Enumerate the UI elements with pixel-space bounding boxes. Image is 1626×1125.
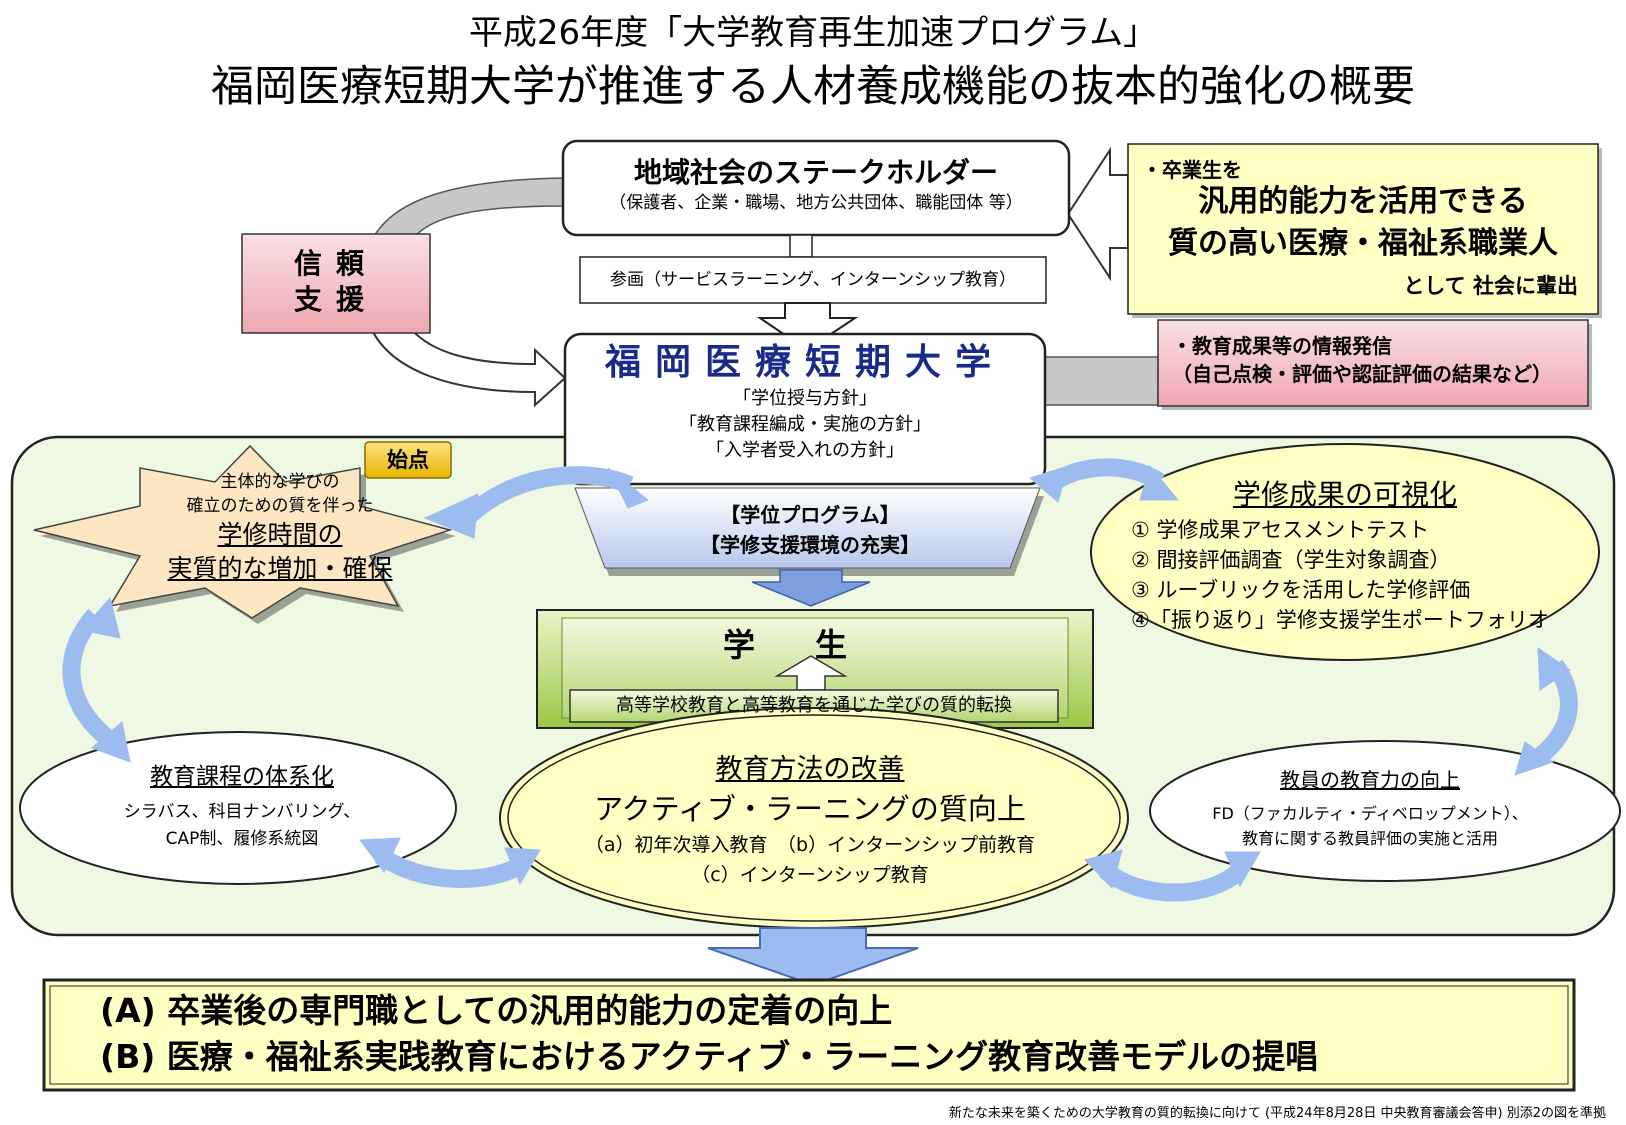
stakeholder-subtitle: （保護者、企業・職場、地方公共団体、職能団体 等）: [609, 193, 1023, 213]
stakeholder: 地域社会のステークホルダー （保護者、企業・職場、地方公共団体、職能団体 等）: [563, 141, 1069, 235]
visualization-item: ② 間接評価調査（学生対象調査）: [1131, 548, 1451, 572]
visualization-text: 学修成果の可視化 ① 学修成果アセスメントテスト ② 間接評価調査（学生対象調査…: [1095, 475, 1595, 635]
study-time-line2: 確立のための質を伴った: [186, 496, 374, 516]
graduate-text: ・卒業生を 汎用的能力を活用できる 質の高い医療・福祉系職業人 として 社会に輩…: [1128, 144, 1598, 314]
method-title: 教育方法の改善: [715, 754, 905, 785]
title-line2: 福岡医療短期大学が推進する人材養成機能の抜本的強化の概要: [211, 62, 1415, 112]
curriculum-text: 教育課程の体系化 シラバス、科目ナンバリング、 CAP制、履修系統図: [22, 760, 462, 852]
program-line1: 【学位プログラム】: [720, 503, 900, 527]
faculty-ellipse: [1149, 740, 1621, 882]
curriculum-title: 教育課程の体系化: [150, 764, 334, 790]
visualization-ellipse: [1090, 443, 1600, 661]
info-text: ・教育成果等の情報発信 （自己点検・評価や認証評価の結果など）: [1158, 320, 1588, 406]
faculty-text: 教員の教育力の向上 FD（ファカルティ・ディベロップメント）、 教育に関する教員…: [1150, 765, 1590, 851]
method-line2: （c）インターンシップ教育: [691, 864, 929, 886]
visualization-item: ④「振り返り」学修支援学生ポートフォリオ: [1131, 608, 1549, 632]
student-label: 学生: [722, 626, 907, 664]
study-time-line3: 学修時間の: [217, 520, 343, 549]
start-label: 始点: [387, 448, 429, 472]
curriculum-line1: シラバス、科目ナンバリング、: [123, 802, 361, 822]
faculty-line1: FD（ファカルティ・ディベロップメント）、: [1212, 804, 1528, 823]
program-text: 【学位プログラム】 【学修支援環境の充実】: [600, 500, 1020, 560]
policy-degree: 「学位授与方針」: [733, 388, 877, 409]
graduate-arrow: [1066, 146, 1129, 282]
participation-box: [579, 256, 1047, 304]
trust-band-upper: [370, 177, 564, 241]
method-text: 教育方法の改善 アクティブ・ラーニングの質向上 （a）初年次導入教育 （b）イン…: [500, 752, 1120, 890]
visualization-item: ③ ルーブリックを活用した学修評価: [1131, 578, 1471, 602]
outcome-box: [42, 978, 1576, 1092]
curriculum-ellipse: [19, 731, 457, 885]
graduate-line3: 質の高い医療・福祉系職業人: [1168, 226, 1558, 261]
graduate-line4: として 社会に輩出: [1403, 274, 1578, 298]
study-time-line4: 実質的な増加・確保: [167, 554, 393, 583]
info-line1: ・教育成果等の情報発信: [1172, 334, 1392, 358]
curriculum-line2: CAP制、履修系統図: [165, 829, 319, 849]
stakeholder-box: [561, 139, 1071, 237]
transition-label: 高等学校教育と高等教育を通じた学びの質的転換: [616, 695, 1012, 716]
faculty-line2: 教育に関する教員評価の実施と活用: [1241, 829, 1498, 848]
faculty-title: 教員の教育力の向上: [1280, 768, 1460, 792]
trust-support: 信頼 支援: [242, 234, 430, 333]
policy-curriculum: 「教育課程編成・実施の方針」: [679, 414, 931, 435]
study-time-text: 主体的な学びの 確立のための質を伴った 学修時間の 実質的な増加・確保: [130, 470, 430, 586]
participation-label: 参画（サービスラーニング、インターンシップ教育）: [610, 270, 1016, 290]
start-tag: [364, 441, 452, 479]
university-name: 福岡医療短期大学: [604, 342, 1005, 383]
policy-admission: 「入学者受入れの方針」: [706, 440, 904, 461]
visualization-title: 学修成果の可視化: [1232, 478, 1457, 511]
trust-label: 信頼: [293, 247, 378, 280]
visualization-item: ① 学修成果アセスメントテスト: [1131, 518, 1430, 542]
program-line2: 【学修支援環境の充実】: [700, 533, 920, 557]
title-line1: 平成26年度「大学教育再生加速プログラム」: [468, 13, 1158, 53]
outcome-a: (A) 卒業後の専門職としての汎用的能力の定着の向上: [100, 991, 893, 1030]
stakeholder-title: 地域社会のステークホルダー: [633, 156, 998, 189]
graduate-line2: 汎用的能力を活用できる: [1198, 184, 1528, 219]
info-line2: （自己点検・評価や認証評価の結果など）: [1172, 362, 1552, 386]
graduate-line1: ・卒業生を: [1142, 158, 1242, 182]
footnote: 新たな未来を築くための大学教育の質的転換に向けて (平成24年8月28日 中央教…: [948, 1106, 1606, 1121]
trust-box: [241, 233, 431, 334]
study-time-line1: 主体的な学びの: [220, 472, 340, 492]
info-box: [1157, 319, 1589, 407]
study-time-star: [33, 444, 453, 619]
outcome-b: (B) 医療・福祉系実践教育におけるアクティブ・ラーニング教育改善モデルの提唱: [100, 1037, 1319, 1076]
support-label: 支援: [293, 283, 378, 316]
outcome-text: (A) 卒業後の専門職としての汎用的能力の定着の向上 (B) 医療・福祉系実践教…: [44, 980, 1574, 1090]
program-trapezoid: [574, 487, 1041, 569]
trust-arrow-lower: [370, 329, 567, 408]
graduate-box: [1127, 143, 1599, 315]
method-subtitle: アクティブ・ラーニングの質向上: [594, 792, 1026, 826]
method-line1: （a）初年次導入教育 （b）インターンシップ前教育: [584, 834, 1036, 856]
university-box: [563, 332, 1047, 486]
university: 福岡医療短期大学 「学位授与方針」 「教育課程編成・実施の方針」 「入学者受入れ…: [565, 334, 1045, 484]
info-band: [1044, 356, 1159, 406]
